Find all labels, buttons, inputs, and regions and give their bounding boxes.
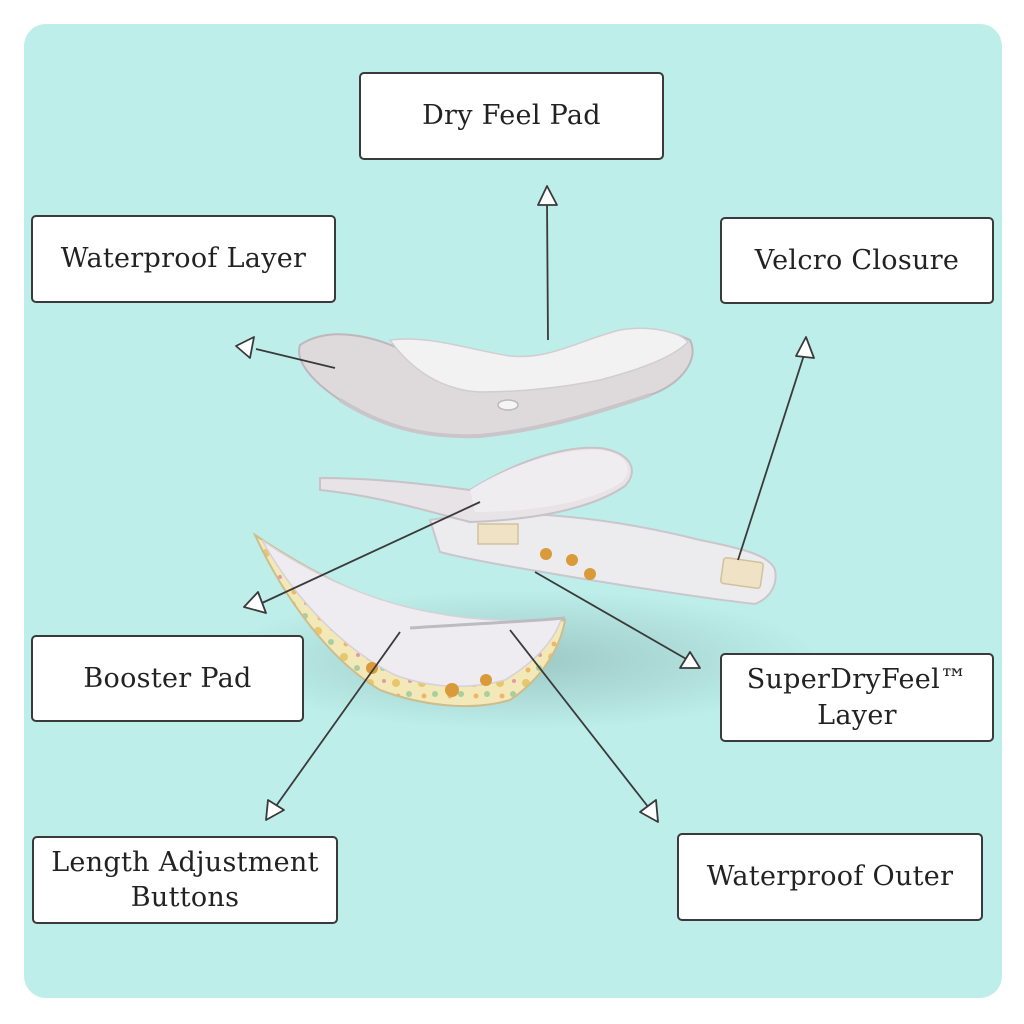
label-waterproof-layer: Waterproof Layer xyxy=(31,215,336,303)
arrowhead-velcro-closure xyxy=(795,336,815,359)
leader-superdryfeel xyxy=(534,571,689,661)
snap-button xyxy=(566,554,578,566)
length-adjustment-button xyxy=(366,662,378,674)
label-length-adjustment-buttons: Length Adjustment Buttons xyxy=(32,836,338,924)
pocket-edge xyxy=(409,616,566,630)
leader-velcro-closure xyxy=(737,354,805,561)
leader-length-adjustment xyxy=(275,631,401,807)
leader-booster-pad xyxy=(261,501,481,604)
label-booster-pad-text: Booster Pad xyxy=(83,662,252,694)
arrowhead-length-adjustment xyxy=(265,799,285,821)
label-length-adjustment-line2: Buttons xyxy=(130,882,240,913)
leader-waterproof-outer xyxy=(509,629,650,809)
superdryfeel-lining xyxy=(261,539,564,688)
label-superdryfeel-layer: SuperDryFeel™ Layer xyxy=(720,653,994,742)
booster-pad xyxy=(319,446,633,524)
label-waterproof-outer-text: Waterproof Outer xyxy=(706,861,954,893)
label-dry-feel-pad: Dry Feel Pad xyxy=(359,72,664,160)
velcro-strip xyxy=(477,523,519,545)
arrowhead-waterproof-outer xyxy=(639,799,659,823)
booster-pad-top xyxy=(470,449,628,512)
snap-button xyxy=(584,568,596,580)
leader-dry-feel-pad xyxy=(546,201,549,341)
leader-waterproof-layer xyxy=(255,348,336,369)
arrowhead-superdryfeel xyxy=(679,651,701,669)
label-length-adjustment-line1: Length Adjustment xyxy=(51,846,319,878)
insert-snap xyxy=(497,399,519,411)
insert-rim xyxy=(338,393,651,439)
label-waterproof-layer-text: Waterproof Layer xyxy=(60,243,307,275)
arrowhead-dry-feel-pad xyxy=(537,185,558,206)
label-velcro-closure: Velcro Closure xyxy=(720,217,994,304)
length-adjustment-button xyxy=(445,683,459,697)
dry-feel-pad-insert xyxy=(298,327,694,439)
snap-button xyxy=(540,548,552,560)
arrowhead-waterproof-layer xyxy=(235,336,255,359)
velcro-tab xyxy=(720,556,764,590)
length-adjustment-button xyxy=(480,674,492,686)
label-velcro-closure-text: Velcro Closure xyxy=(754,244,960,276)
label-booster-pad: Booster Pad xyxy=(31,635,304,722)
arrowhead-booster-pad xyxy=(243,591,267,614)
label-waterproof-outer: Waterproof Outer xyxy=(677,833,983,921)
dry-feel-pad-surface xyxy=(388,327,690,393)
leader-lines xyxy=(255,201,805,809)
arrowheads xyxy=(235,185,815,823)
label-dry-feel-pad-text: Dry Feel Pad xyxy=(422,100,601,132)
label-superdryfeel-line1: SuperDryFeel™ xyxy=(746,664,968,696)
diaper-shell xyxy=(252,512,777,708)
label-superdryfeel-line2: Layer xyxy=(817,699,897,731)
